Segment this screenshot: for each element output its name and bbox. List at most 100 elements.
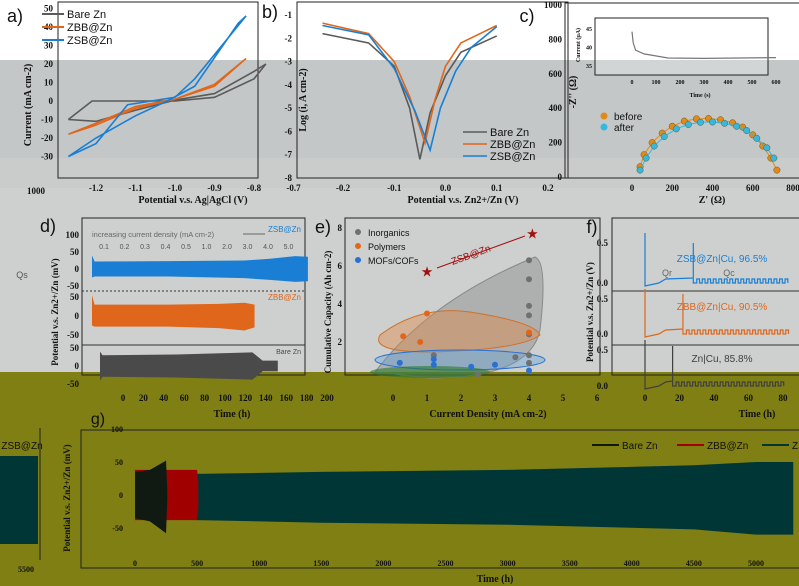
panel-b-xlabel: Potential v.s. Zn2+/Zn (V)	[408, 195, 519, 206]
panel-g-ytick: 100	[111, 425, 123, 434]
panel-f-trace-ZBB@Zn|Cu, 90.5%	[644, 289, 790, 338]
panel-b-series-ZBB@Zn	[322, 22, 498, 147]
panel-g-xtick: 1500	[313, 559, 329, 568]
panel-e-legend-marker	[355, 229, 361, 235]
panel-e-point-Polymers	[417, 339, 424, 345]
panel-e-point-Inorganics	[526, 276, 532, 283]
panel-c-ytick: 600	[549, 69, 563, 79]
panel-c-inset-ytick: 40	[586, 46, 592, 52]
panel-b-frame	[296, 1, 569, 179]
panel-b-ytick: -8	[285, 173, 293, 183]
panel-e-legend-marker	[355, 243, 361, 249]
panel-g-legend-label: ZSB@Zn	[792, 441, 799, 452]
panel-c-legend-marker	[600, 123, 608, 131]
panel-d-ytick: -50	[67, 330, 79, 340]
panel-f-ytick: 0.0	[597, 278, 609, 288]
panel-a-legend-label: Bare Zn	[67, 9, 106, 21]
panel-d-xtick: 40	[159, 393, 169, 403]
panel-b-ytick: -3	[285, 57, 293, 67]
panel-d-band-ZSB@Zn	[92, 255, 308, 282]
panel-c-inset-xlabel: Time (s)	[689, 92, 710, 99]
panel-e-point-Polymers	[424, 310, 430, 317]
panel-f-ylabel: Potential v.s. Zn2+/Zn (V)	[585, 262, 595, 362]
panel-f-xtick: 60	[744, 393, 754, 403]
panel-d-ytick: 0	[75, 361, 80, 371]
panel-a-ytick: 30	[44, 41, 54, 51]
panel-a-xlabel: Potential v.s. Ag|AgCl (V)	[138, 195, 247, 206]
panel-e-point-MOFs/COFs	[468, 363, 475, 370]
panel-b-xtick: -0.1	[387, 183, 402, 193]
panel-e-ytick: 2	[338, 337, 343, 347]
panel-f-ytick: 0.5	[597, 345, 609, 355]
panel-d-xtick: 200	[320, 393, 334, 403]
panel-f-xtick: 80	[779, 393, 789, 403]
band-middle	[0, 188, 799, 374]
panel-c-point-after	[684, 121, 692, 128]
panel-d-subpanel-label: ZSB@Zn	[268, 225, 301, 234]
panel-e-point-Inorganics	[526, 359, 532, 366]
panel-c-point-after	[733, 122, 741, 130]
panel-d-current-density: 0.2	[120, 244, 130, 251]
panel-c-point-after	[763, 144, 771, 152]
panel-c-point-after	[660, 133, 668, 141]
panel-c-inset-ylabel: Current (μA)	[575, 28, 582, 62]
panel-d-subpanel-label: ZBB@Zn	[268, 293, 301, 302]
panel-f-xlabel: Time (h)	[739, 409, 776, 420]
panel-c-xtick: 200	[666, 183, 680, 193]
fragment-q-label: Qs	[16, 270, 28, 280]
panel-d-current-density: 0.3	[140, 244, 150, 251]
panel-d-xtick: 180	[300, 393, 314, 403]
panel-a-label: a)	[7, 6, 23, 26]
panel-e-legend-marker	[355, 257, 361, 263]
panel-c-legend-label: after	[614, 123, 635, 134]
panel-e-point-MOFs/COFs	[526, 367, 532, 374]
panel-g-xtick: 4500	[686, 559, 702, 568]
panel-a-frame	[57, 1, 259, 179]
panel-c-ytick: 200	[549, 138, 563, 148]
panel-e-point-MOFs/COFs	[396, 359, 403, 366]
panel-d-ytick: -50	[67, 379, 79, 389]
panel-e-point-MOFs/COFs	[430, 361, 437, 368]
panel-e-xlabel: Current Density (mA cm-2)	[429, 409, 546, 420]
panel-a-ytick: 10	[44, 78, 54, 88]
panel-e-point-MOFs/COFs	[492, 361, 498, 368]
band-strip	[0, 158, 799, 190]
panel-d-current-density: 1.0	[202, 244, 212, 251]
panel-c-xtick: 600	[746, 183, 760, 193]
fragment-xtick: 5500	[18, 565, 34, 574]
panel-c-point-after	[696, 118, 704, 126]
panel-c-ytick: 0	[558, 172, 563, 182]
panel-c-point-after	[753, 134, 761, 142]
panel-e-legend-label: Polymers	[368, 242, 406, 252]
panel-e-point-Inorganics	[512, 354, 519, 361]
panel-c-point-before	[773, 166, 781, 174]
panel-d-ytick: 100	[66, 230, 80, 240]
panel-b-ytick: -6	[285, 126, 293, 136]
panel-g-band-Bare Zn	[135, 460, 168, 534]
panel-a-xtick: -0.7	[286, 183, 301, 193]
panel-b-xtick: 0.1	[491, 183, 503, 193]
panel-c-inset-xtick: 600	[772, 80, 781, 86]
panel-g-xtick: 3000	[500, 559, 516, 568]
panel-e-legend-label: Inorganics	[368, 228, 410, 238]
panel-c-xtick: 800	[786, 183, 799, 193]
panel-c-ytick: 1000	[544, 0, 563, 10]
panel-b-ytick: -7	[285, 150, 293, 160]
panel-a-ytick: -10	[41, 115, 53, 125]
panel-d-subpanel-label: Bare Zn	[276, 349, 301, 356]
panel-c-ytick: 800	[549, 34, 563, 44]
panel-d-current-density: 0.5	[181, 244, 191, 251]
panel-b-ytick: -2	[285, 33, 293, 43]
panel-d-xtick: 60	[180, 393, 190, 403]
panel-c-inset-series	[631, 31, 777, 59]
panel-e-point-Inorganics	[526, 302, 532, 309]
panel-d-ytick: 50	[70, 292, 80, 302]
panel-e-xtick: 1	[425, 393, 430, 403]
panel-e-xtick: 6	[595, 393, 600, 403]
panel-c-point-after	[721, 119, 729, 127]
panel-a-ytick: -20	[41, 133, 53, 143]
fragment-band	[0, 456, 38, 544]
panel-c-legend-marker	[600, 112, 608, 120]
panel-d-ytick: 50	[70, 247, 80, 257]
panel-c-inset-ytick: 35	[586, 64, 592, 70]
